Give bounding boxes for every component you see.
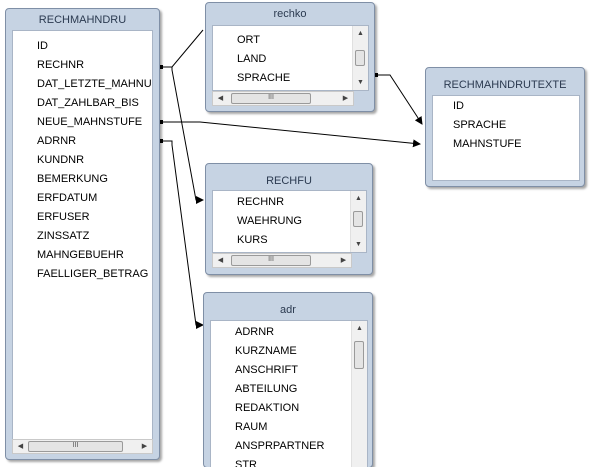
- table-body: ID RECHNR DAT_LETZTE_MAHNU DAT_ZAHLBAR_B…: [12, 30, 153, 441]
- column-item[interactable]: ZINSSATZ: [37, 230, 90, 242]
- scroll-left-icon[interactable]: ◀: [217, 257, 224, 264]
- column-item[interactable]: FAELLIGER_BETRAG: [37, 268, 149, 280]
- scroll-thumb[interactable]: III: [231, 255, 311, 266]
- scroll-up-icon[interactable]: ▲: [356, 325, 363, 332]
- column-item[interactable]: KUNDNR: [37, 154, 85, 166]
- scroll-thumb[interactable]: III: [231, 93, 311, 104]
- column-item[interactable]: DAT_LETZTE_MAHNU: [37, 78, 152, 90]
- column-item[interactable]: RECHNR: [37, 59, 85, 71]
- column-item[interactable]: REDAKTION: [235, 402, 300, 414]
- table-rechmahndru[interactable]: RECHMAHNDRU ID RECHNR DAT_LETZTE_MAHNU D…: [5, 8, 160, 460]
- table-rechmahndrutexte[interactable]: RECHMAHNDRUTEXTE ID SPRACHE MAHNSTUFE: [425, 67, 585, 187]
- table-body: ID SPRACHE MAHNSTUFE: [432, 95, 580, 181]
- table-rechko[interactable]: rechko ORT LAND SPRACHE ▲ ▼ ◀ III ▶: [205, 2, 375, 112]
- table-title: rechko: [273, 8, 307, 20]
- column-item[interactable]: ORT: [237, 34, 261, 46]
- column-item[interactable]: SPRACHE: [453, 119, 507, 131]
- column-item[interactable]: WAEHRUNG: [237, 215, 302, 227]
- table-title: adr: [280, 304, 296, 316]
- scroll-right-icon[interactable]: ▶: [340, 257, 347, 264]
- scroll-up-icon[interactable]: ▲: [355, 195, 362, 202]
- scroll-down-icon[interactable]: ▼: [357, 79, 364, 86]
- table-title: RECHMAHNDRUTEXTE: [443, 79, 567, 91]
- scroll-left-icon[interactable]: ◀: [17, 443, 24, 450]
- link-mahnstufe-texte: [160, 121, 421, 148]
- key-marker-mahnstufe: [160, 120, 163, 124]
- column-item[interactable]: ADRNR: [235, 326, 275, 338]
- column-item[interactable]: ERFDATUM: [37, 192, 98, 204]
- column-list: ID SPRACHE MAHNSTUFE: [433, 97, 521, 154]
- column-item[interactable]: MAHNGEBUEHR: [37, 249, 124, 261]
- scroll-down-icon[interactable]: ▼: [355, 241, 362, 248]
- column-item[interactable]: ID: [453, 100, 464, 112]
- table-adr[interactable]: adr ADRNR KURZNAME ANSCHRIFT ABTEILUNG R…: [203, 292, 373, 467]
- column-list: ADRNR KURZNAME ANSCHRIFT ABTEILUNG REDAK…: [211, 323, 324, 467]
- column-item[interactable]: KURZNAME: [235, 345, 297, 357]
- table-rechfu[interactable]: RECHFU RECHNR WAEHRUNG KURS ▲ ▼ ◀ III ▶: [205, 163, 373, 275]
- column-item[interactable]: ADRNR: [37, 135, 77, 147]
- column-item[interactable]: NEUE_MAHNSTUFE: [37, 116, 143, 128]
- link-adrnr-adr: [160, 140, 204, 329]
- link-rechnr-rechko: [160, 29, 204, 68]
- table-title: RECHMAHNDRU: [38, 14, 127, 26]
- column-item[interactable]: DAT_ZAHLBAR_BIS: [37, 97, 139, 109]
- column-item[interactable]: ABTEILUNG: [235, 383, 298, 395]
- column-item[interactable]: ERFUSER: [37, 211, 90, 223]
- horizontal-scrollbar[interactable]: ◀ III ▶: [212, 253, 352, 268]
- link-rechko-texte: [375, 74, 423, 125]
- column-item[interactable]: BEMERKUNG: [37, 173, 108, 185]
- scroll-right-icon[interactable]: ▶: [141, 443, 148, 450]
- key-marker-adrnr: [160, 139, 163, 143]
- vertical-scrollbar[interactable]: ▲ ▼: [352, 26, 368, 90]
- column-item[interactable]: RAUM: [235, 421, 268, 433]
- key-marker-rechko: [375, 73, 378, 77]
- table-body: ADRNR KURZNAME ANSCHRIFT ABTEILUNG REDAK…: [210, 320, 368, 467]
- column-item[interactable]: KURS: [237, 234, 268, 246]
- column-item[interactable]: LAND: [237, 53, 267, 65]
- horizontal-scrollbar[interactable]: ◀ III ▶: [12, 439, 153, 454]
- scroll-thumb[interactable]: [354, 341, 364, 369]
- column-list: RECHNR WAEHRUNG KURS: [213, 193, 302, 250]
- link-rechnr-rechfu: [160, 66, 204, 204]
- vertical-scrollbar[interactable]: ▲: [351, 321, 367, 467]
- scroll-left-icon[interactable]: ◀: [217, 95, 224, 102]
- horizontal-scrollbar[interactable]: ◀ III ▶: [212, 91, 354, 106]
- column-list: ID RECHNR DAT_LETZTE_MAHNU DAT_ZAHLBAR_B…: [13, 37, 152, 284]
- column-item[interactable]: ANSPRPARTNER: [235, 440, 325, 452]
- column-item[interactable]: STR: [235, 459, 257, 467]
- column-item[interactable]: ANSCHRIFT: [235, 364, 298, 376]
- key-marker-rechnr: [160, 65, 163, 69]
- table-body: RECHNR WAEHRUNG KURS ▲ ▼: [212, 190, 367, 253]
- column-item[interactable]: RECHNR: [237, 196, 285, 208]
- column-item[interactable]: ID: [37, 40, 48, 52]
- scroll-thumb[interactable]: III: [28, 441, 123, 452]
- scroll-up-icon[interactable]: ▲: [357, 30, 364, 37]
- table-body: ORT LAND SPRACHE ▲ ▼: [212, 25, 369, 91]
- vertical-scrollbar[interactable]: ▲ ▼: [350, 191, 366, 252]
- column-item[interactable]: SPRACHE: [237, 72, 291, 84]
- column-list: ORT LAND SPRACHE: [213, 31, 290, 88]
- scroll-thumb[interactable]: [353, 211, 363, 227]
- column-item[interactable]: MAHNSTUFE: [453, 138, 522, 150]
- scroll-right-icon[interactable]: ▶: [342, 95, 349, 102]
- scroll-thumb[interactable]: [355, 50, 365, 66]
- table-title: RECHFU: [266, 175, 312, 187]
